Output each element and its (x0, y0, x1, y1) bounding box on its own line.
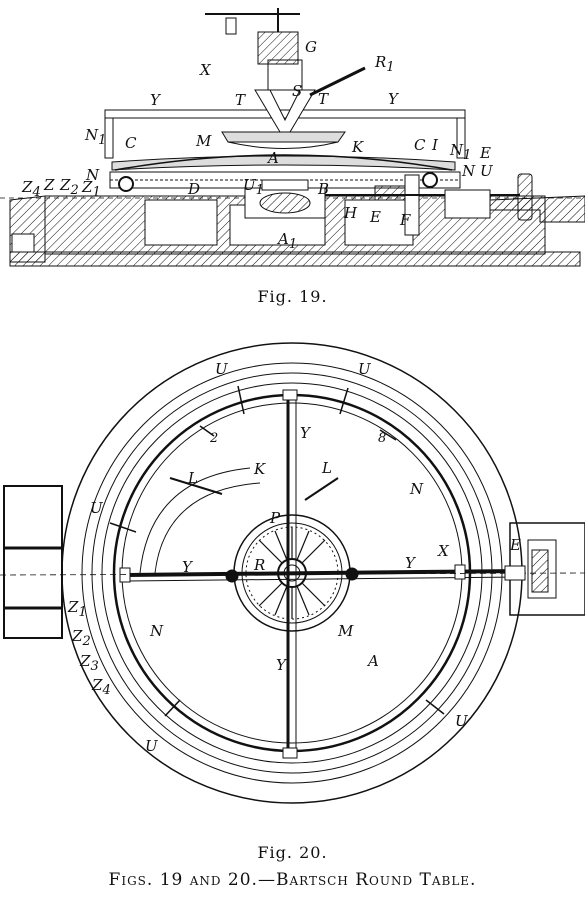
label-L-right: L (321, 459, 332, 477)
label-Z2: Z2 (59, 176, 79, 198)
label-Z3: Z3 (79, 652, 99, 674)
figure-20-plan: U U Y 2 8 N L K L U P R Y Y X E Z1 N Z2 … (0, 342, 585, 804)
label-I: I (431, 136, 439, 154)
label-Y-top: Y (300, 424, 312, 442)
label-K: K (253, 460, 266, 478)
label-Y-left: Y (182, 558, 194, 576)
label-H: H (343, 204, 358, 222)
label-Z1: Z1 (67, 598, 87, 620)
label-num-8: 8 (378, 431, 386, 446)
label-U-bottom: U (145, 737, 159, 755)
figures-caption-title: Figs. 19 and 20.—Bartsch Round Table. (108, 870, 477, 890)
label-Z4: Z4 (91, 676, 111, 698)
figure-20-caption: Fig. 20. (257, 843, 328, 862)
upper-frame (104, 8, 466, 159)
label-C-left: C (125, 134, 137, 152)
radial-guides (109, 385, 445, 717)
label-A1: A1 (276, 230, 297, 252)
label-P: P (269, 509, 281, 527)
label-N1-right: N1 (449, 141, 471, 163)
label-E-low: E (369, 208, 381, 226)
label-Y-right: Y (388, 90, 400, 108)
label-R: R (253, 556, 265, 574)
label-T-right: T (318, 90, 329, 108)
label-M: M (337, 622, 354, 640)
label-E: E (509, 536, 521, 554)
label-X: X (199, 61, 212, 79)
label-G: G (305, 38, 317, 56)
label-N-right: N (409, 480, 424, 498)
label-Z4: Z4 (21, 178, 41, 200)
label-F: F (399, 211, 411, 229)
label-Y-bottom: Y (276, 656, 288, 674)
label-U-top-1: U (215, 360, 229, 378)
label-N-left: N (85, 166, 100, 184)
label-K: K (351, 138, 364, 156)
centre-line-drive (0, 549, 585, 593)
label-A: A (266, 149, 279, 167)
round-table-deck (109, 154, 461, 192)
label-Z: Z (43, 176, 55, 194)
figure-19-elevation: G X R1 S T T Y Y N1 C M K C I N1 E A N N… (0, 8, 585, 267)
label-B: B (317, 180, 329, 198)
label-L-left: L (187, 469, 198, 487)
figure-19-caption: Fig. 19. (257, 287, 328, 306)
label-R1: R1 (374, 53, 395, 75)
label-num-2: 2 (209, 431, 218, 446)
figure-20-labels: U U Y 2 8 N L K L U P R Y Y X E Z1 N Z2 … (67, 360, 521, 755)
label-Z1: Z1 (81, 178, 101, 200)
label-Y-right: Y (405, 554, 417, 572)
label-A: A (366, 652, 379, 670)
label-M: M (195, 132, 212, 150)
distributor-arcs (139, 467, 339, 574)
label-U-left: U (90, 499, 104, 517)
label-C-right: C (414, 136, 426, 154)
label-N-left: N (149, 622, 164, 640)
label-Y-left: Y (150, 91, 162, 109)
label-U-bottom-right: U (455, 712, 469, 730)
label-D: D (187, 180, 200, 198)
label-T-left: T (235, 91, 246, 109)
central-drive-gearing (244, 173, 533, 236)
label-X: X (437, 542, 450, 560)
label-S: S (292, 82, 302, 100)
figure-19-labels: G X R1 S T T Y Y N1 C M K C I N1 E A N N… (21, 38, 494, 252)
label-U: U (480, 162, 494, 180)
label-U-top-2: U (358, 360, 372, 378)
label-N1-left: N1 (84, 126, 106, 148)
label-N-right: N (461, 162, 476, 180)
label-U1: U1 (243, 176, 264, 198)
label-E-top: E (479, 144, 491, 162)
label-Z2: Z2 (71, 627, 91, 649)
